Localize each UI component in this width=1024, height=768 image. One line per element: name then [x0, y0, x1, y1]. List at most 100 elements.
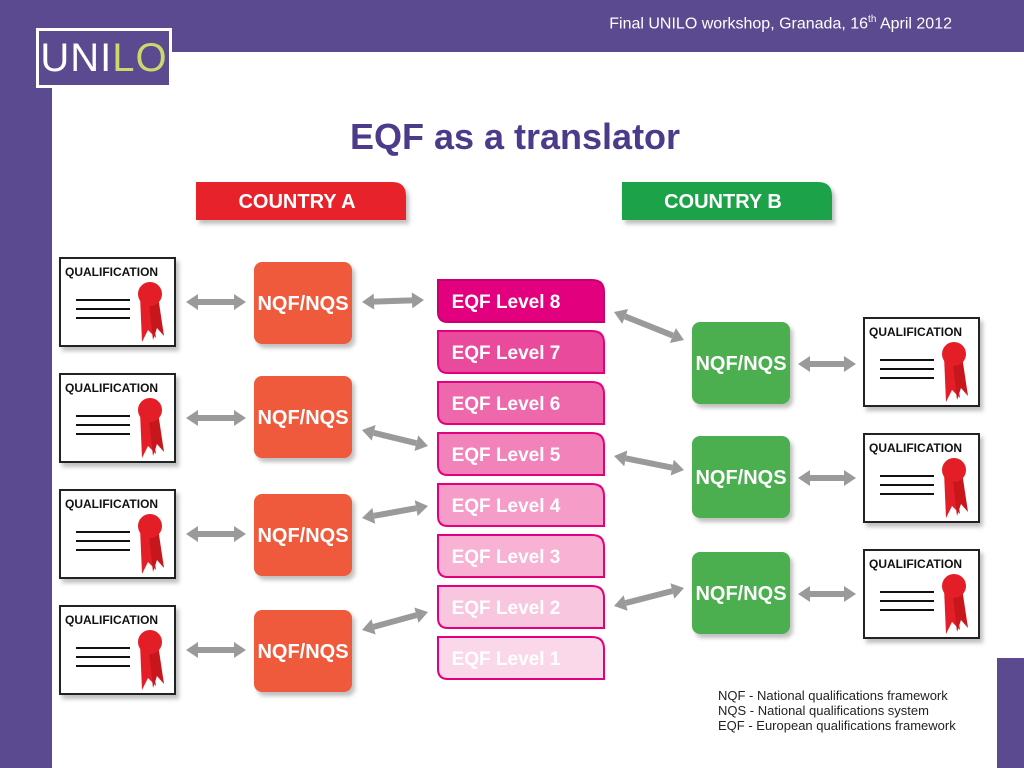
- right-band: [997, 52, 1024, 768]
- arrow-nqf-a-4-eqf-shaft: [372, 612, 418, 630]
- nqf-b-3-shape: [692, 552, 790, 634]
- qualification-b-2: QUALIFICATION: [863, 433, 980, 523]
- qualification-b-1-label: QUALIFICATION: [869, 325, 962, 339]
- qualification-a-3-label: QUALIFICATION: [65, 497, 158, 511]
- qualification-b-3-ribbon-right: [952, 588, 968, 632]
- arrow-nqf-a-2-eqf-shaft: [372, 429, 418, 447]
- qualification-b-2-seal: [942, 458, 966, 482]
- arrow-qual-nqf-a-2: [186, 410, 246, 426]
- eqf-level-3-shape: [437, 534, 605, 578]
- legend: NQF - National qualifications framework …: [718, 688, 956, 733]
- arrow-qual-nqf-a-2-head-start: [186, 410, 198, 426]
- qualification-a-3: QUALIFICATION: [59, 489, 176, 579]
- arrow-nqf-qual-b-2-head-start: [798, 470, 810, 486]
- legend-item-nqf: NQF - National qualifications framework: [718, 688, 948, 703]
- eqf-level-2: EQF Level 2: [437, 585, 605, 629]
- arrow-qual-nqf-a-1-head-end: [234, 294, 246, 310]
- nqf-b-2-shape: [692, 436, 790, 518]
- unilo-logo: UNILO: [36, 28, 172, 88]
- event-caption: Final UNILO workshop, Granada, 16th Apri…: [609, 14, 952, 33]
- qualification-a-4-label: QUALIFICATION: [65, 613, 158, 627]
- arrow-eqf-nqf-b-2-shaft: [625, 455, 673, 471]
- qualification-b-1-seal: [942, 342, 966, 366]
- eqf-level-3-label: EQF Level 3: [452, 547, 561, 568]
- arrow-qual-nqf-a-1-head-start: [186, 294, 198, 310]
- nqf-a-2-shape: [254, 376, 352, 458]
- arrow-eqf-nqf-b-2: [614, 450, 684, 476]
- eqf-level-1-shape: [437, 636, 605, 680]
- qualification-b-2-ribbon-right: [952, 472, 968, 516]
- right-band-bottom: [997, 658, 1024, 768]
- nqf-b-1: NQF/NQS: [692, 322, 790, 404]
- eqf-level-6-shape: [437, 381, 605, 425]
- qualification-a-2-label: QUALIFICATION: [65, 381, 158, 395]
- country-b-banner-label: COUNTRY B: [664, 191, 782, 213]
- nqf-a-2-label: NQF/NQS: [257, 407, 348, 429]
- nqf-b-2: NQF/NQS: [692, 436, 790, 518]
- eqf-level-2-label: EQF Level 2: [452, 598, 561, 619]
- qualification-b-3-seal: [942, 574, 966, 598]
- nqf-b-3-label: NQF/NQS: [695, 583, 786, 605]
- arrow-nqf-a-4-eqf-head-end: [414, 607, 428, 623]
- arrow-eqf-nqf-b-1: [614, 309, 684, 343]
- eqf-level-8: EQF Level 8: [437, 279, 605, 323]
- qualification-a-4-ribbon-right: [148, 644, 164, 688]
- eqf-level-7: EQF Level 7: [437, 330, 605, 374]
- arrow-eqf-nqf-b-2-head-start: [614, 450, 628, 467]
- qualification-a-2-ribbon-right: [148, 412, 164, 456]
- arrow-nqf-a-3-eqf: [362, 500, 428, 524]
- qualification-b-2-label: QUALIFICATION: [869, 441, 962, 455]
- arrow-nqf-qual-b-2: [798, 470, 856, 486]
- eqf-level-2-shape: [437, 585, 605, 629]
- eqf-level-4-shape: [437, 483, 605, 527]
- slide-title: EQF as a translator: [349, 116, 681, 157]
- arrow-nqf-qual-b-3-head-start: [798, 586, 810, 602]
- arrow-nqf-a-1-eqf-head-start: [362, 293, 375, 310]
- nqf-b-1-shape: [692, 322, 790, 404]
- nqf-a-1-shape: [254, 262, 352, 344]
- arrow-qual-nqf-a-2-head-end: [234, 410, 246, 426]
- arrow-nqf-a-1-eqf-shaft: [373, 297, 413, 305]
- arrow-nqf-qual-b-1: [798, 356, 856, 372]
- arrow-qual-nqf-a-1: [186, 294, 246, 310]
- country-a-banner-label: COUNTRY A: [238, 191, 355, 213]
- country-b-banner: COUNTRY B: [622, 182, 832, 220]
- arrow-qual-nqf-a-3-head-start: [186, 526, 198, 542]
- qualification-a-1-ribbon-right: [148, 296, 164, 340]
- arrow-qual-nqf-a-4-head-end: [234, 642, 246, 658]
- arrow-eqf-nqf-b-3: [614, 583, 684, 611]
- eqf-level-1-label: EQF Level 1: [452, 649, 561, 670]
- country-a-banner-shape: [196, 182, 406, 220]
- arrow-eqf-nqf-b-3-shaft: [624, 588, 674, 606]
- qualification-a-4-seal: [138, 630, 162, 654]
- country-b-banner-shape: [622, 182, 832, 220]
- arrow-nqf-a-1-eqf-head-end: [411, 292, 424, 309]
- qualification-b-3: QUALIFICATION: [863, 549, 980, 639]
- arrow-nqf-a-1-eqf: [362, 292, 424, 310]
- eqf-level-7-shape: [437, 330, 605, 374]
- arrow-eqf-nqf-b-2-head-end: [670, 459, 684, 476]
- nqf-b-1-label: NQF/NQS: [695, 353, 786, 375]
- nqf-b-3: NQF/NQS: [692, 552, 790, 634]
- arrow-eqf-nqf-b-1-shaft: [624, 313, 674, 339]
- arrow-nqf-a-2-eqf: [362, 425, 428, 451]
- qualification-a-1-label: QUALIFICATION: [65, 265, 158, 279]
- arrow-nqf-a-3-eqf-head-start: [362, 507, 376, 524]
- arrow-nqf-a-4-eqf-head-start: [362, 619, 376, 635]
- arrow-eqf-nqf-b-1-head-end: [669, 328, 684, 343]
- nqf-a-1: NQF/NQS: [254, 262, 352, 344]
- arrow-eqf-nqf-b-3-head-start: [614, 595, 628, 611]
- eqf-level-4-label: EQF Level 4: [452, 496, 561, 517]
- eqf-level-5-label: EQF Level 5: [452, 445, 561, 466]
- eqf-level-5: EQF Level 5: [437, 432, 605, 476]
- arrow-eqf-nqf-b-1-head-start: [614, 309, 629, 324]
- qualification-b-1-ribbon-right: [952, 356, 968, 400]
- arrow-nqf-a-3-eqf-head-end: [414, 500, 428, 517]
- arrow-nqf-a-2-eqf-head-end: [414, 435, 428, 451]
- eqf-level-7-label: EQF Level 7: [452, 343, 561, 364]
- qualification-a-3-ribbon-right: [148, 528, 164, 572]
- nqf-a-3: NQF/NQS: [254, 494, 352, 576]
- nqf-a-4: NQF/NQS: [254, 610, 352, 692]
- eqf-level-5-shape: [437, 432, 605, 476]
